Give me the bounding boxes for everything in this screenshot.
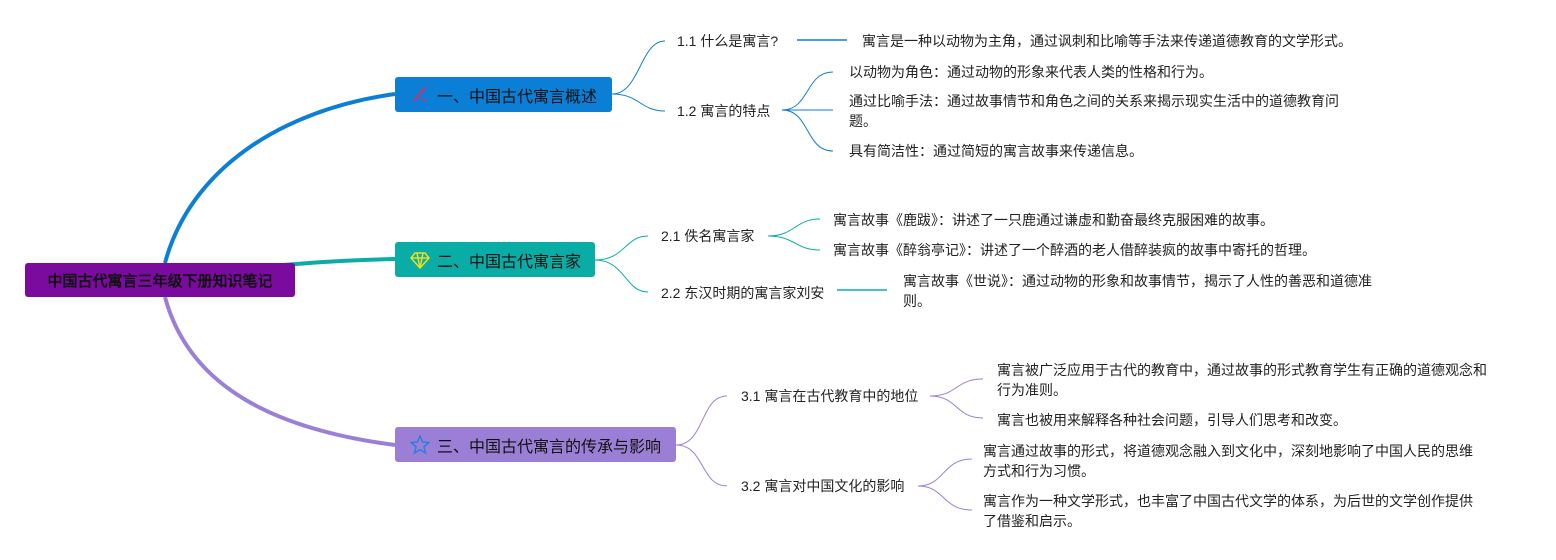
sub-topic-3-2[interactable]: 3.2 寓言对中国文化的影响 (741, 478, 905, 494)
star-icon (409, 434, 431, 456)
sub-topic-1-1[interactable]: 1.1 什么是寓言? (677, 33, 779, 49)
leaf-item[interactable]: 通过比喻手法：通过故事情节和角色之间的关系来揭示现实生活中的道德教育问题。 (849, 93, 1339, 129)
leaf-item[interactable]: 寓言被广泛应用于古代的教育中，通过故事的形式教育学生有正确的道德观念和行为准则。 (997, 362, 1487, 398)
branch-node-fabulists[interactable]: 二、中国古代寓言家 (395, 242, 595, 277)
sub-topic-3-1[interactable]: 3.1 寓言在古代教育中的地位 (741, 388, 919, 404)
link-root-branch3 (163, 296, 396, 447)
branch-title: 二、中国古代寓言家 (437, 253, 582, 271)
leaf-item[interactable]: 寓言故事《世说》：通过动物的形象和故事情节，揭示了人性的善恶和道德准则。 (903, 273, 1372, 309)
leaf-item[interactable]: 具有简洁性：通过简短的寓言故事来传递信息。 (849, 143, 1143, 159)
leaf-item[interactable]: 寓言也被用来解释各种社会问题，引导人们思考和改变。 (997, 412, 1347, 428)
root-node[interactable]: 中国古代寓言三年级下册知识笔记 (25, 263, 295, 297)
sub-topic-2-2[interactable]: 2.2 东汉时期的寓言家刘安 (661, 285, 825, 301)
sub-topic-2-1[interactable]: 2.1 佚名寓言家 (661, 228, 755, 244)
leaf-item[interactable]: 寓言通过故事的形式，将道德观念融入到文化中，深刻地影响了中国人民的思维方式和行为… (983, 443, 1473, 479)
root-title: 中国古代寓言三年级下册知识笔记 (47, 272, 273, 290)
leaf-item[interactable]: 寓言作为一种文学形式，也丰富了中国古代文学的体系，为后世的文学创作提供了借鉴和启… (983, 493, 1473, 529)
branch-title: 一、中国古代寓言概述 (437, 88, 598, 106)
branch-node-influence[interactable]: 三、中国古代寓言的传承与影响 (395, 427, 676, 462)
leaf-item[interactable]: 以动物为角色：通过动物的形象来代表人类的性格和行为。 (849, 64, 1213, 80)
link-root-branch1 (163, 92, 396, 264)
leaf-item[interactable]: 寓言故事《醉翁亭记》：讲述了一个醉酒的老人借醉装疯的故事中寄托的哲理。 (833, 242, 1316, 258)
leaf-item[interactable]: 寓言是一种以动物为主角，通过讽刺和比喻等手法来传递道德教育的文学形式。 (862, 33, 1352, 49)
branch-title: 三、中国古代寓言的传承与影响 (437, 438, 662, 456)
diamond-icon (409, 249, 431, 271)
magic-wand-icon (409, 84, 431, 106)
leaf-item[interactable]: 寓言故事《鹿跋》：讲述了一只鹿通过谦虚和勤奋最终克服困难的故事。 (833, 212, 1274, 228)
sub-topic-1-2[interactable]: 1.2 寓言的特点 (677, 103, 771, 119)
branch-node-overview[interactable]: 一、中国古代寓言概述 (395, 77, 612, 112)
